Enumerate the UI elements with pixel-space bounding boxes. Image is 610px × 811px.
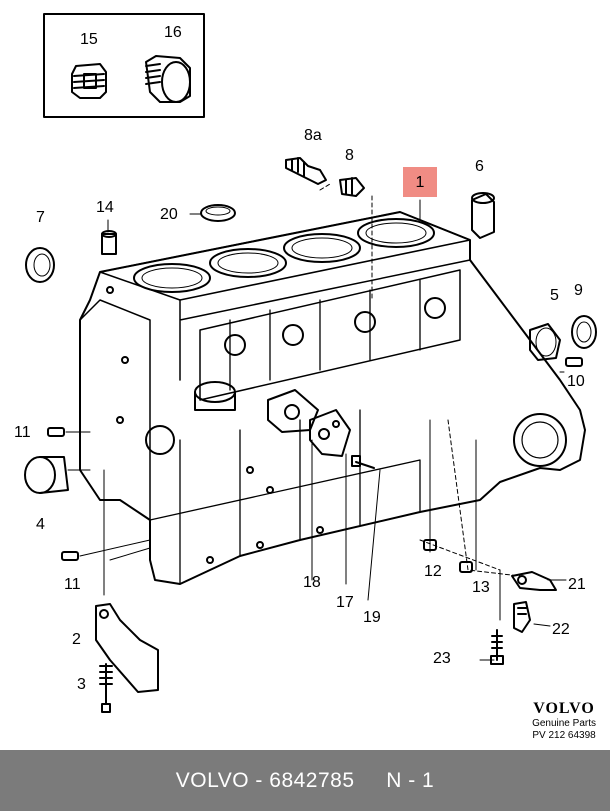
part-label-9: 9	[574, 282, 583, 299]
part-label-13: 13	[472, 579, 490, 596]
part-label-22: 22	[552, 621, 570, 638]
seal-9	[571, 315, 597, 349]
bolt-19	[351, 455, 375, 469]
pin-10	[565, 357, 583, 367]
plug-15	[71, 63, 107, 99]
brand-name: VOLVO	[533, 700, 595, 717]
part-label-23: 23	[433, 650, 451, 667]
part-label-4: 4	[36, 516, 45, 533]
pin-11b	[61, 551, 79, 561]
bearing-cap-2	[95, 603, 159, 693]
part-label-16: 16	[164, 24, 182, 41]
part-label-12: 12	[424, 563, 442, 580]
plug-16	[145, 55, 191, 103]
bracket-21	[511, 571, 557, 591]
part-label-8: 8	[345, 147, 354, 164]
part-label-5: 5	[550, 287, 559, 304]
part-label-2: 2	[72, 631, 81, 648]
inset-box	[43, 13, 205, 118]
bolt-22	[513, 601, 531, 633]
pin-11a	[47, 427, 65, 437]
part-label-1: 1	[415, 174, 425, 191]
volvo-brand-block: VOLVO Genuine Parts PV 212 64398	[532, 700, 596, 742]
part-label-18: 18	[303, 574, 321, 591]
sensor-8	[339, 177, 365, 197]
dashed-leaders	[319, 183, 521, 577]
part-label-3: 3	[77, 676, 86, 693]
sensor-8a	[285, 157, 327, 185]
engine-block	[79, 211, 586, 585]
bushing-14	[101, 230, 117, 255]
seal-4	[24, 456, 69, 494]
bolt-3	[99, 663, 113, 713]
part-label-19: 19	[363, 609, 381, 626]
part-label-14: 14	[96, 199, 114, 216]
footer-bar: VOLVO - 6842785 N - 1	[0, 750, 610, 811]
seal-7	[25, 247, 55, 283]
seal-5	[529, 323, 561, 361]
part-label-21: 21	[568, 576, 586, 593]
part-label-10: 10	[567, 373, 585, 390]
part-label-11-lower: 11	[64, 576, 81, 593]
footer-text: VOLVO - 6842785 N - 1	[175, 768, 435, 792]
part-label-20: 20	[160, 206, 178, 223]
part-label-11-upper: 11	[14, 424, 31, 441]
part-label-8a: 8a	[304, 127, 322, 144]
sleeve-6	[471, 192, 495, 239]
leader-lines	[65, 199, 567, 661]
part-label-17: 17	[336, 594, 354, 611]
pin-13	[459, 561, 473, 573]
part-label-6: 6	[475, 158, 484, 175]
engine-block-diagram	[24, 13, 597, 713]
part-1-highlight	[403, 167, 437, 197]
part-label-7: 7	[36, 209, 45, 226]
seal-20	[200, 204, 236, 222]
cover-17	[309, 409, 351, 457]
brand-subtitle: Genuine Parts	[532, 718, 596, 729]
bolt-23	[490, 629, 504, 665]
brand-code: PV 212 64398	[532, 730, 596, 741]
part-label-15: 15	[80, 31, 98, 48]
